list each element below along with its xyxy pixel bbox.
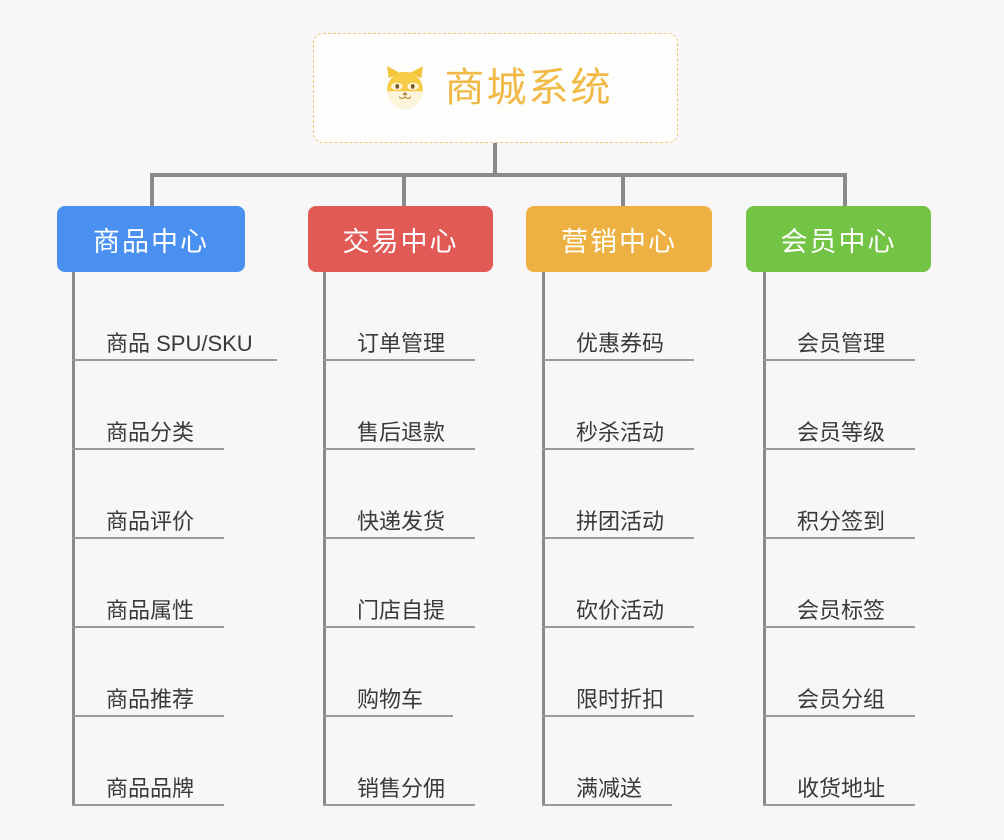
leaf-item[interactable]: 优惠券码 <box>542 272 694 361</box>
leaf-group-3: 优惠券码 秒杀活动 拼团活动 砍价活动 限时折扣 满减送 <box>542 272 694 806</box>
leaf-underline <box>763 359 915 361</box>
leaf-label: 收货地址 <box>797 775 886 801</box>
leaf-label: 商品品牌 <box>106 775 195 801</box>
leaf-label: 售后退款 <box>357 419 446 445</box>
leaf-label: 商品评价 <box>106 508 195 534</box>
leaf-item[interactable]: 快递发货 <box>323 450 475 539</box>
leaf-spine <box>763 272 766 806</box>
leaf-underline <box>72 715 224 717</box>
leaf-item[interactable]: 满减送 <box>542 717 672 806</box>
leaf-label: 积分签到 <box>797 508 886 534</box>
leaf-item[interactable]: 售后退款 <box>323 361 475 450</box>
leaf-underline <box>323 537 475 539</box>
leaf-item[interactable]: 秒杀活动 <box>542 361 694 450</box>
leaf-label: 会员标签 <box>797 597 886 623</box>
category-box-4[interactable]: 会员中心 <box>746 206 931 272</box>
leaf-label: 会员管理 <box>797 330 886 356</box>
leaf-label: 商品属性 <box>106 597 195 623</box>
leaf-item[interactable]: 收货地址 <box>763 717 915 806</box>
leaf-item[interactable]: 会员等级 <box>763 361 915 450</box>
leaf-group-2: 订单管理 售后退款 快递发货 门店自提 购物车 销售分佣 <box>323 272 475 806</box>
leaf-label: 订单管理 <box>357 330 446 356</box>
leaf-item[interactable]: 商品分类 <box>72 361 257 450</box>
category-label: 营销中心 <box>561 226 677 257</box>
leaf-item[interactable]: 门店自提 <box>323 539 475 628</box>
leaf-underline <box>763 804 915 806</box>
leaf-group-1: 商品 SPU/SKU 商品分类 商品评价 商品属性 商品推荐 商品品牌 <box>72 272 277 806</box>
shiba-dog-icon <box>379 62 431 114</box>
leaf-underline <box>763 537 915 539</box>
leaf-label: 门店自提 <box>357 597 446 623</box>
root-node[interactable]: 商城系统 <box>313 33 678 143</box>
leaf-label: 商品 SPU/SKU <box>106 330 253 356</box>
leaf-item[interactable]: 商品推荐 <box>72 628 257 717</box>
leaf-item[interactable]: 限时折扣 <box>542 628 694 717</box>
leaf-spine <box>542 272 545 806</box>
leaf-underline <box>763 715 915 717</box>
leaf-underline <box>323 448 475 450</box>
root-title: 商城系统 <box>444 66 613 110</box>
leaf-label: 拼团活动 <box>576 508 665 534</box>
leaf-item[interactable]: 商品 SPU/SKU <box>72 272 277 361</box>
leaf-underline <box>763 626 915 628</box>
leaf-label: 商品分类 <box>106 419 195 445</box>
leaf-underline <box>323 804 475 806</box>
leaf-label: 会员分组 <box>797 686 886 712</box>
category-label: 交易中心 <box>342 226 459 257</box>
leaf-item[interactable]: 会员分组 <box>763 628 915 717</box>
leaf-item[interactable]: 会员管理 <box>763 272 915 361</box>
leaf-item[interactable]: 销售分佣 <box>323 717 475 806</box>
leaf-underline <box>72 359 277 361</box>
leaf-label: 快递发货 <box>357 508 446 534</box>
connector-drop-2 <box>402 173 406 207</box>
leaf-label: 购物车 <box>357 686 424 712</box>
leaf-underline <box>542 537 694 539</box>
leaf-underline <box>542 448 694 450</box>
leaf-underline <box>72 448 224 450</box>
leaf-item[interactable]: 购物车 <box>323 628 453 717</box>
leaf-item[interactable]: 商品品牌 <box>72 717 257 806</box>
leaf-underline <box>72 537 224 539</box>
leaf-label: 销售分佣 <box>357 775 446 801</box>
leaf-item[interactable]: 砍价活动 <box>542 539 694 628</box>
leaf-underline <box>323 626 475 628</box>
connector-drop-4 <box>843 173 847 207</box>
leaf-underline <box>72 804 224 806</box>
leaf-underline <box>72 626 224 628</box>
leaf-item[interactable]: 订单管理 <box>323 272 475 361</box>
leaf-item[interactable]: 会员标签 <box>763 539 915 628</box>
leaf-label: 限时折扣 <box>576 686 665 712</box>
leaf-group-4: 会员管理 会员等级 积分签到 会员标签 会员分组 收货地址 <box>763 272 915 806</box>
leaf-spine <box>72 272 75 806</box>
leaf-label: 会员等级 <box>797 419 886 445</box>
leaf-label: 砍价活动 <box>576 597 665 623</box>
leaf-spine <box>323 272 326 806</box>
connector-root-stem <box>493 143 497 176</box>
leaf-label: 优惠券码 <box>576 330 665 356</box>
connector-drop-3 <box>621 173 625 207</box>
leaf-item[interactable]: 商品评价 <box>72 450 257 539</box>
leaf-underline <box>323 359 475 361</box>
leaf-underline <box>542 715 694 717</box>
connector-drop-1 <box>150 173 154 207</box>
leaf-label: 满减送 <box>576 775 643 801</box>
connector-horizontal-bus <box>150 173 847 177</box>
category-box-2[interactable]: 交易中心 <box>308 206 493 272</box>
leaf-item[interactable]: 拼团活动 <box>542 450 694 539</box>
leaf-underline <box>542 804 672 806</box>
category-label: 会员中心 <box>780 226 897 257</box>
category-box-1[interactable]: 商品中心 <box>57 206 245 272</box>
leaf-underline <box>542 626 694 628</box>
leaf-underline <box>542 359 694 361</box>
leaf-underline <box>763 448 915 450</box>
leaf-item[interactable]: 积分签到 <box>763 450 915 539</box>
leaf-item[interactable]: 商品属性 <box>72 539 257 628</box>
leaf-label: 商品推荐 <box>106 686 195 712</box>
category-box-3[interactable]: 营销中心 <box>526 206 712 272</box>
leaf-label: 秒杀活动 <box>576 419 665 445</box>
category-label: 商品中心 <box>93 226 209 257</box>
leaf-underline <box>323 715 453 717</box>
